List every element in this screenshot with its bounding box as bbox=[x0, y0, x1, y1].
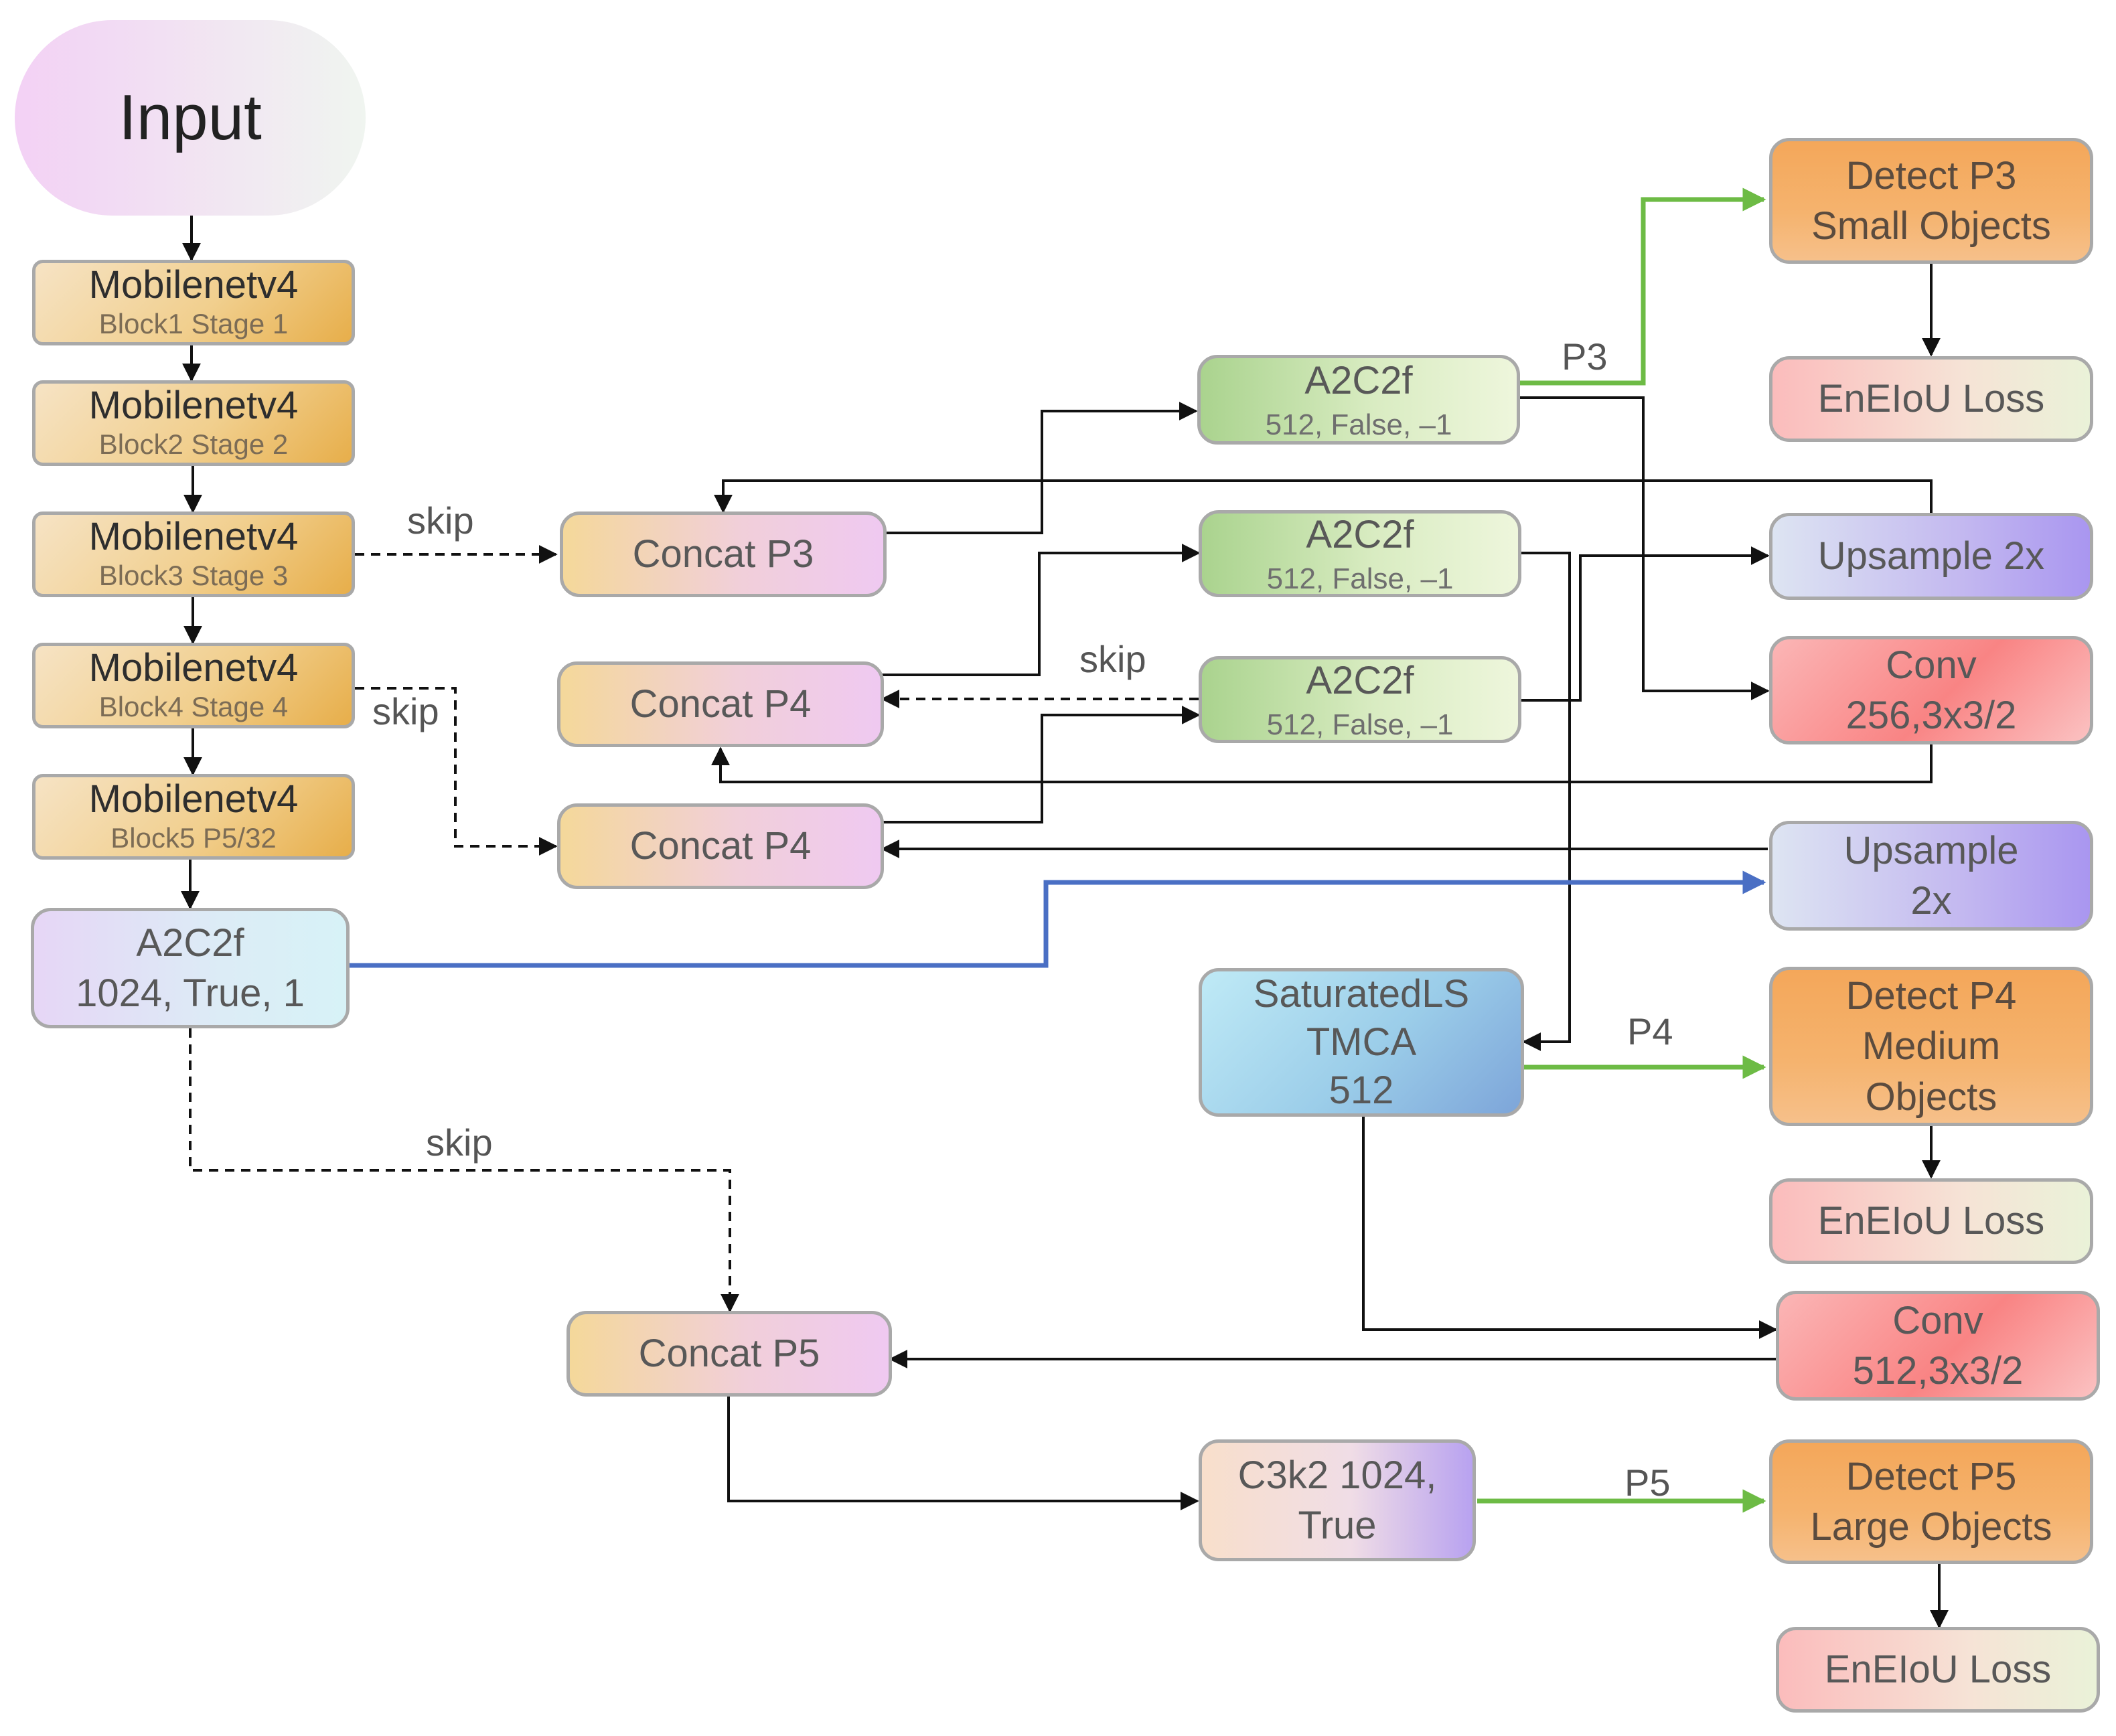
a2c2f-512-top-node: A2C2f 512, False, –1 bbox=[1197, 355, 1520, 445]
input-label: Input bbox=[119, 81, 262, 153]
node-line2: True bbox=[1298, 1504, 1377, 1547]
node-label: EnEIoU Loss bbox=[1824, 1648, 2052, 1692]
detect-p4-node: Detect P4 Medium Objects bbox=[1769, 967, 2093, 1126]
skip-label-stage4: skip bbox=[372, 690, 439, 732]
block-name: Mobilenetv4 bbox=[88, 383, 299, 427]
node-label: Concat P4 bbox=[629, 824, 812, 868]
edge-a2mid-saturated bbox=[1520, 552, 1571, 1051]
block-name: Mobilenetv4 bbox=[88, 777, 299, 821]
node-line1: Conv bbox=[1892, 1298, 1983, 1342]
edge-conv1-concatp4u bbox=[711, 743, 1933, 783]
a2c2f-512-low-node: A2C2f 512, False, –1 bbox=[1199, 656, 1521, 743]
conv-256-node: Conv 256,3x3/2 bbox=[1769, 636, 2093, 744]
node-line3: Objects bbox=[1865, 1075, 1997, 1119]
edge-concatp4l-a2low bbox=[881, 706, 1201, 823]
mobilenet-block1: Mobilenetv4 Block1 Stage 1 bbox=[32, 260, 355, 345]
upsample-1-node: Upsample 2x bbox=[1769, 513, 2093, 600]
skip-a2big-concatp5 bbox=[189, 1028, 739, 1313]
node-label: Concat P5 bbox=[638, 1332, 820, 1376]
node-line2: 1024, True, 1 bbox=[76, 971, 305, 1015]
block-name: Mobilenetv4 bbox=[88, 645, 299, 690]
detect-p5-node: Detect P5 Large Objects bbox=[1769, 1439, 2093, 1564]
block-name: Mobilenetv4 bbox=[88, 262, 299, 307]
node-line1: Conv bbox=[1886, 643, 1977, 687]
skip-label-a2c2f: skip bbox=[1079, 638, 1146, 680]
node-line2: 512, False, –1 bbox=[1266, 708, 1454, 742]
block-stage: Block4 Stage 4 bbox=[98, 690, 289, 722]
edge-concatp4u-a2mid bbox=[881, 544, 1201, 676]
loss-p4-node: EnEIoU Loss bbox=[1769, 1178, 2093, 1264]
edge-concatp5-c3k2 bbox=[727, 1397, 1199, 1510]
edge-saturated-conv2 bbox=[1362, 1117, 1778, 1339]
node-line2: Large Objects bbox=[1810, 1505, 2052, 1549]
node-line2: Small Objects bbox=[1811, 204, 2051, 248]
node-line1: Detect P5 bbox=[1845, 1454, 2017, 1498]
node-line1: A2C2f bbox=[1306, 512, 1414, 556]
conv-512-node: Conv 512,3x3/2 bbox=[1776, 1291, 2100, 1401]
loss-p3-node: EnEIoU Loss bbox=[1769, 356, 2093, 442]
node-line1: A2C2f bbox=[1306, 658, 1414, 702]
edge-concatp3-a2top bbox=[885, 402, 1198, 534]
skip-stage4-concatp4l bbox=[355, 687, 558, 856]
node-label: EnEIoU Loss bbox=[1817, 1199, 2045, 1243]
mobilenet-block5: Mobilenetv4 Block5 P5/32 bbox=[32, 774, 355, 860]
node-line2: 512, False, –1 bbox=[1265, 408, 1452, 442]
edge-a2big-ups2 bbox=[348, 870, 1766, 968]
saturated-tmca-node: SaturatedLS TMCA 512 bbox=[1199, 968, 1524, 1117]
node-line1: Detect P4 bbox=[1845, 973, 2017, 1018]
node-line1: Upsample bbox=[1843, 828, 2019, 872]
node-line1: A2C2f bbox=[136, 921, 244, 965]
node-label: EnEIoU Loss bbox=[1817, 377, 2045, 421]
skip-label-big: skip bbox=[426, 1121, 493, 1164]
concat-p4-lower-node: Concat P4 bbox=[557, 803, 884, 889]
node-line2: 512,3x3/2 bbox=[1852, 1349, 2024, 1393]
detect-p3-node: Detect P3 Small Objects bbox=[1769, 138, 2093, 264]
a2c2f-512-mid-node: A2C2f 512, False, –1 bbox=[1199, 510, 1521, 597]
block-stage: Block1 Stage 1 bbox=[98, 307, 289, 339]
block-stage: Block2 Stage 2 bbox=[98, 428, 289, 460]
upsample-2-node: Upsample 2x bbox=[1769, 821, 2093, 931]
node-label: Upsample 2x bbox=[1817, 534, 2045, 578]
block-stage: Block5 P5/32 bbox=[110, 821, 277, 854]
concat-p5-node: Concat P5 bbox=[566, 1311, 892, 1397]
block-stage: Block3 Stage 3 bbox=[98, 559, 289, 591]
c3k2-node: C3k2 1024, True bbox=[1199, 1439, 1476, 1561]
edge-p3-detect bbox=[1519, 187, 1766, 386]
node-label: Concat P4 bbox=[629, 682, 812, 726]
a2c2f-1024-node: A2C2f 1024, True, 1 bbox=[31, 908, 350, 1028]
node-line1: Detect P3 bbox=[1845, 153, 2017, 198]
node-line2: TMCA bbox=[1306, 1020, 1417, 1064]
node-line2: 512, False, –1 bbox=[1266, 562, 1454, 596]
skip-label-stage3: skip bbox=[407, 499, 474, 542]
mobilenet-block3: Mobilenetv4 Block3 Stage 3 bbox=[32, 511, 355, 597]
edge-ups1-concatp3 bbox=[714, 479, 1933, 514]
loss-p5-node: EnEIoU Loss bbox=[1776, 1627, 2100, 1713]
edge-a2low-ups1 bbox=[1520, 546, 1770, 702]
node-line1: SaturatedLS bbox=[1253, 972, 1470, 1016]
edge-a2top-conv1 bbox=[1519, 396, 1770, 700]
node-label: Concat P3 bbox=[632, 532, 814, 576]
node-line2: Medium bbox=[1862, 1024, 2001, 1069]
node-line3: 512 bbox=[1329, 1068, 1394, 1112]
node-line2: 2x bbox=[1910, 879, 1952, 923]
input-node: Input bbox=[15, 20, 366, 216]
mobilenet-block2: Mobilenetv4 Block2 Stage 2 bbox=[32, 380, 355, 466]
node-line1: A2C2f bbox=[1304, 358, 1413, 402]
node-line2: 256,3x3/2 bbox=[1845, 694, 2017, 737]
node-line1: C3k2 1024, bbox=[1237, 1453, 1437, 1497]
mobilenet-block4: Mobilenetv4 Block4 Stage 4 bbox=[32, 643, 355, 728]
p3-label: P3 bbox=[1562, 335, 1608, 378]
p4-label: P4 bbox=[1627, 1010, 1673, 1052]
p5-label: P5 bbox=[1624, 1462, 1671, 1504]
concat-p4-upper-node: Concat P4 bbox=[557, 661, 884, 747]
block-name: Mobilenetv4 bbox=[88, 514, 299, 558]
concat-p3-node: Concat P3 bbox=[560, 511, 887, 597]
